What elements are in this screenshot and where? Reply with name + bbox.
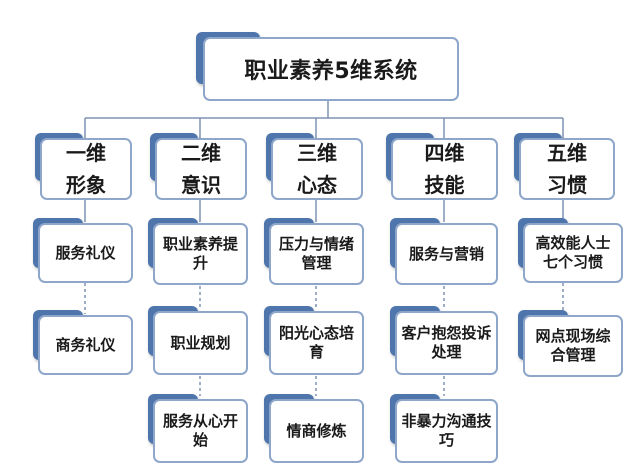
- leaf-4-2: 客户抱怨投诉处理: [395, 311, 498, 375]
- dimension-5-number: 五维: [547, 141, 587, 165]
- leaf-5-2-text: 网点现场综合管理: [535, 327, 611, 364]
- leaf-5-2: 网点现场综合管理: [523, 315, 623, 377]
- dimension-2-box: 二维 意识: [155, 138, 247, 200]
- dimension-2-number: 二维: [181, 141, 221, 165]
- root-title-text: 职业素养5维系统: [244, 59, 418, 84]
- dimension-2-name: 意识: [181, 173, 221, 197]
- dimension-1-box: 一维 形象: [40, 138, 132, 200]
- leaf-1-2-text: 商务礼仪: [55, 335, 116, 354]
- leaf-4-3-text: 非暴力沟通技巧: [401, 412, 492, 449]
- leaf-2-2-text: 职业规划: [170, 333, 231, 352]
- leaf-3-1: 压力与情绪管理: [269, 223, 364, 285]
- leaf-4-1-text: 服务与营销: [408, 244, 484, 263]
- dimension-1-name: 形象: [66, 173, 106, 197]
- dimension-1-number: 一维: [66, 141, 106, 165]
- leaf-1-1-text: 服务礼仪: [55, 243, 116, 262]
- dimension-3-name: 心态: [297, 173, 337, 197]
- leaf-1-1: 服务礼仪: [38, 223, 133, 283]
- leaf-2-3: 服务从心开始: [153, 399, 248, 463]
- leaf-4-3: 非暴力沟通技巧: [395, 399, 498, 463]
- leaf-3-1-text: 压力与情绪管理: [278, 235, 354, 272]
- leaf-1-2: 商务礼仪: [38, 315, 133, 375]
- leaf-3-3: 情商修炼: [269, 399, 364, 463]
- leaf-2-1: 职业素养提升: [153, 223, 248, 285]
- leaf-3-3-text: 情商修炼: [286, 421, 347, 440]
- leaf-2-3-text: 服务从心开始: [162, 412, 238, 449]
- leaf-5-1: 高效能人士七个习惯: [523, 223, 623, 283]
- leaf-2-2: 职业规划: [153, 311, 248, 375]
- leaf-4-2-text: 客户抱怨投诉处理: [401, 324, 492, 361]
- leaf-2-1-text: 职业素养提升: [162, 235, 238, 272]
- dimension-3-number: 三维: [297, 141, 337, 165]
- root-title: 职业素养5维系统: [203, 37, 459, 101]
- dimension-5-name: 习惯: [547, 173, 587, 197]
- leaf-5-1-text: 高效能人士七个习惯: [535, 234, 611, 271]
- leaf-3-2: 阳光心态培育: [269, 311, 364, 375]
- dimension-3-box: 三维 心态: [271, 138, 363, 200]
- leaf-4-1: 服务与营销: [395, 223, 498, 285]
- leaf-3-2-text: 阳光心态培育: [278, 324, 354, 361]
- dimension-4-name: 技能: [424, 173, 465, 197]
- dimension-5-box: 五维 习惯: [519, 138, 615, 200]
- dimension-4-number: 四维: [424, 141, 465, 165]
- dimension-4-box: 四维 技能: [391, 138, 498, 200]
